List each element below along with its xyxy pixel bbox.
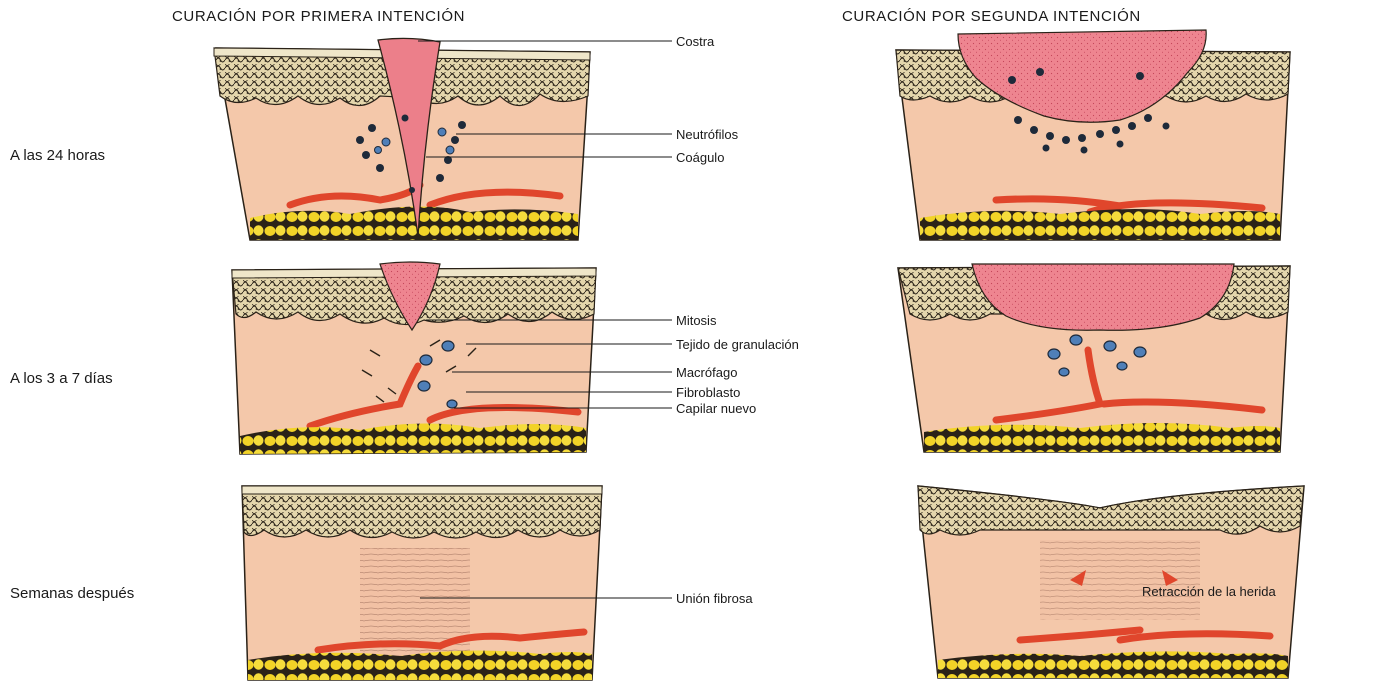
header-first-intention: CURACIÓN POR PRIMERA INTENCIÓN <box>172 8 465 25</box>
row-label-3-7d: A los 3 a 7 días <box>10 370 113 387</box>
label-neutrofilos: Neutrófilos <box>676 127 738 142</box>
row-label-24h: A las 24 horas <box>10 147 105 164</box>
panel-first-weeks <box>242 486 602 680</box>
label-retraccion-herida: Retracción de la herida <box>1142 584 1276 599</box>
header-second-intention: CURACIÓN POR SEGUNDA INTENCIÓN <box>842 8 1141 25</box>
panel-first-3-7d <box>232 262 596 454</box>
panel-first-24h <box>214 38 590 240</box>
label-macrofago: Macrófago <box>676 365 737 380</box>
panel-second-3-7d <box>898 264 1290 452</box>
row-label-weeks: Semanas después <box>10 585 134 602</box>
label-union-fibrosa: Unión fibrosa <box>676 591 753 606</box>
label-mitosis: Mitosis <box>676 313 716 328</box>
label-capilar-nuevo: Capilar nuevo <box>676 401 756 416</box>
label-coagulo: Coágulo <box>676 150 724 165</box>
panel-second-24h <box>896 30 1290 240</box>
label-fibroblasto: Fibroblasto <box>676 385 740 400</box>
label-costra: Costra <box>676 34 714 49</box>
panel-second-weeks <box>918 486 1304 678</box>
label-tejido-granulacion: Tejido de granulación <box>676 337 799 352</box>
